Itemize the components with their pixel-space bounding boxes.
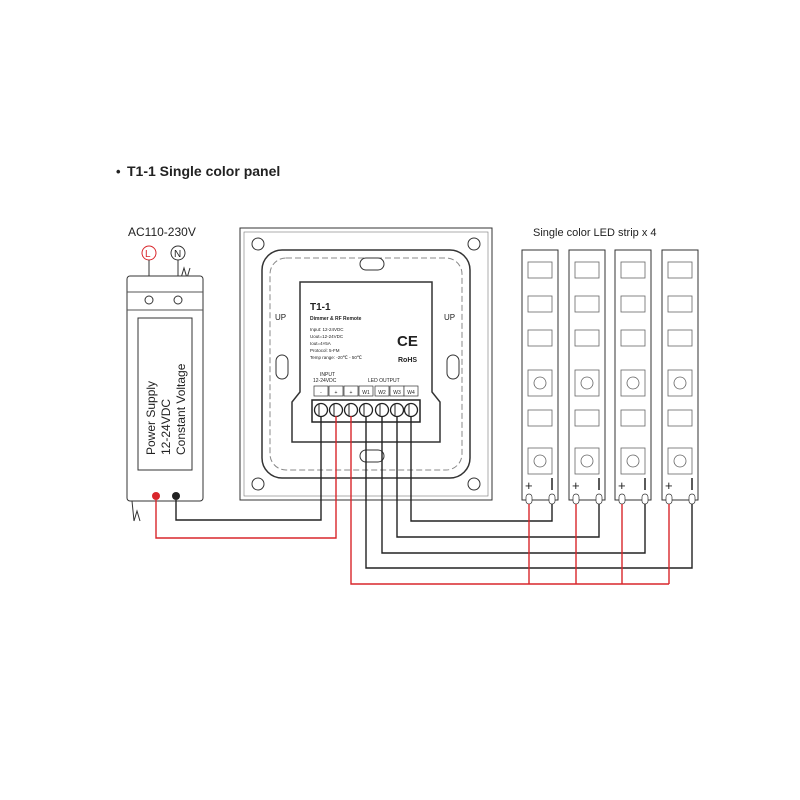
led-chip-icon <box>620 329 646 347</box>
led-chip-icon <box>527 409 553 427</box>
up-label-right: UP <box>444 313 455 322</box>
terminal-label: W3 <box>393 390 401 396</box>
led-chip-icon <box>527 369 553 397</box>
led-chip-icon <box>620 295 646 313</box>
led-chip-icon <box>667 447 693 475</box>
output-positive-wire <box>350 416 669 585</box>
terminal-label: - <box>320 390 322 396</box>
led-chip-icon <box>574 295 600 313</box>
strips-title: Single color LED strip x 4 <box>533 227 657 239</box>
rohs-mark: RoHS <box>398 357 417 364</box>
psu-line-3: Constant Voltage <box>174 363 188 455</box>
w3-wire <box>396 416 600 538</box>
terminal-screw-icon <box>374 402 390 418</box>
led-chip-icon <box>527 295 553 313</box>
ce-mark: CE <box>397 333 418 350</box>
led-chip-icon <box>667 261 693 279</box>
diagram-title: T1-1 Single color panel <box>127 163 280 179</box>
led-chip-icon <box>667 329 693 347</box>
led-chip-icon <box>620 369 646 397</box>
terminal-label: + <box>335 390 338 396</box>
strip-plus-label: + <box>618 478 626 493</box>
strip-plus-label: + <box>665 478 673 493</box>
led-chip-icon <box>620 409 646 427</box>
output-label: LED OUTPUT <box>368 378 400 384</box>
bullet: • <box>116 164 121 179</box>
psu-line-2: 12-24VDC <box>159 399 173 455</box>
power-supply: AC110-230V L N Power Supply 12-24VDC Con… <box>126 225 204 522</box>
led-chip-icon <box>667 295 693 313</box>
input-label: INPUT <box>320 372 335 378</box>
terminal-label: + <box>350 390 353 396</box>
psu-negative-terminal-icon <box>172 492 180 500</box>
led-chip-icon <box>620 447 646 475</box>
w2-wire <box>381 416 646 554</box>
live-label: L <box>145 249 151 260</box>
terminal-label: W2 <box>378 390 386 396</box>
w4-wire <box>410 416 553 522</box>
screw-icons <box>251 237 481 491</box>
led-chip-icon <box>574 261 600 279</box>
terminal-label: W4 <box>407 390 415 396</box>
input-positive-wire <box>155 416 337 539</box>
terminal-screw-icon <box>328 402 344 418</box>
led-strip-1: +- <box>521 249 559 505</box>
neutral-label: N <box>174 249 181 260</box>
terminal-screw-icon <box>343 402 359 418</box>
terminal-5: W3 <box>389 385 405 418</box>
led-chip-icon <box>574 329 600 347</box>
up-label-left: UP <box>275 313 286 322</box>
led-chip-icon <box>574 409 600 427</box>
terminal-screw-icon <box>313 402 329 418</box>
spec-1: Uout=12-24VDC <box>310 334 344 339</box>
psu-positive-terminal-icon <box>152 492 160 500</box>
spec-0: Input: 12-24VDC <box>310 327 344 332</box>
led-strip-4: +- <box>661 249 699 505</box>
spec-2: Iout=4×5A <box>310 341 331 346</box>
terminal-2: + <box>343 385 359 418</box>
terminal-label: W1 <box>362 390 370 396</box>
strip-plus-label: + <box>572 478 580 493</box>
input-voltage: 12-24VDC <box>313 378 337 384</box>
panel-subtitle: Dimmer & RF Remote <box>310 316 362 322</box>
led-chip-icon <box>527 329 553 347</box>
led-chip-icon <box>574 447 600 475</box>
led-strip-2: +- <box>568 249 606 505</box>
strip-plus-label: + <box>525 478 533 493</box>
panel-model: T1-1 <box>310 302 331 313</box>
led-chip-icon <box>620 261 646 279</box>
led-strip-3: +- <box>614 249 652 505</box>
ac-label: AC110-230V <box>128 225 196 239</box>
led-chip-icon <box>667 409 693 427</box>
led-chip-icon <box>667 369 693 397</box>
led-chip-icon <box>527 447 553 475</box>
spec-3: Protocol: 5-FM <box>310 348 340 353</box>
led-chip-icon <box>527 261 553 279</box>
led-chip-icon <box>574 369 600 397</box>
terminal-3: W1 <box>358 385 374 418</box>
terminal-screw-icon <box>358 402 374 418</box>
input-negative-wire <box>175 416 322 521</box>
terminal-screw-icon <box>403 402 419 418</box>
spec-4: Temp range: -20℃ - 50℃ <box>310 355 363 360</box>
psu-line-1: Power Supply <box>144 381 158 455</box>
terminal-screw-icon <box>389 402 405 418</box>
